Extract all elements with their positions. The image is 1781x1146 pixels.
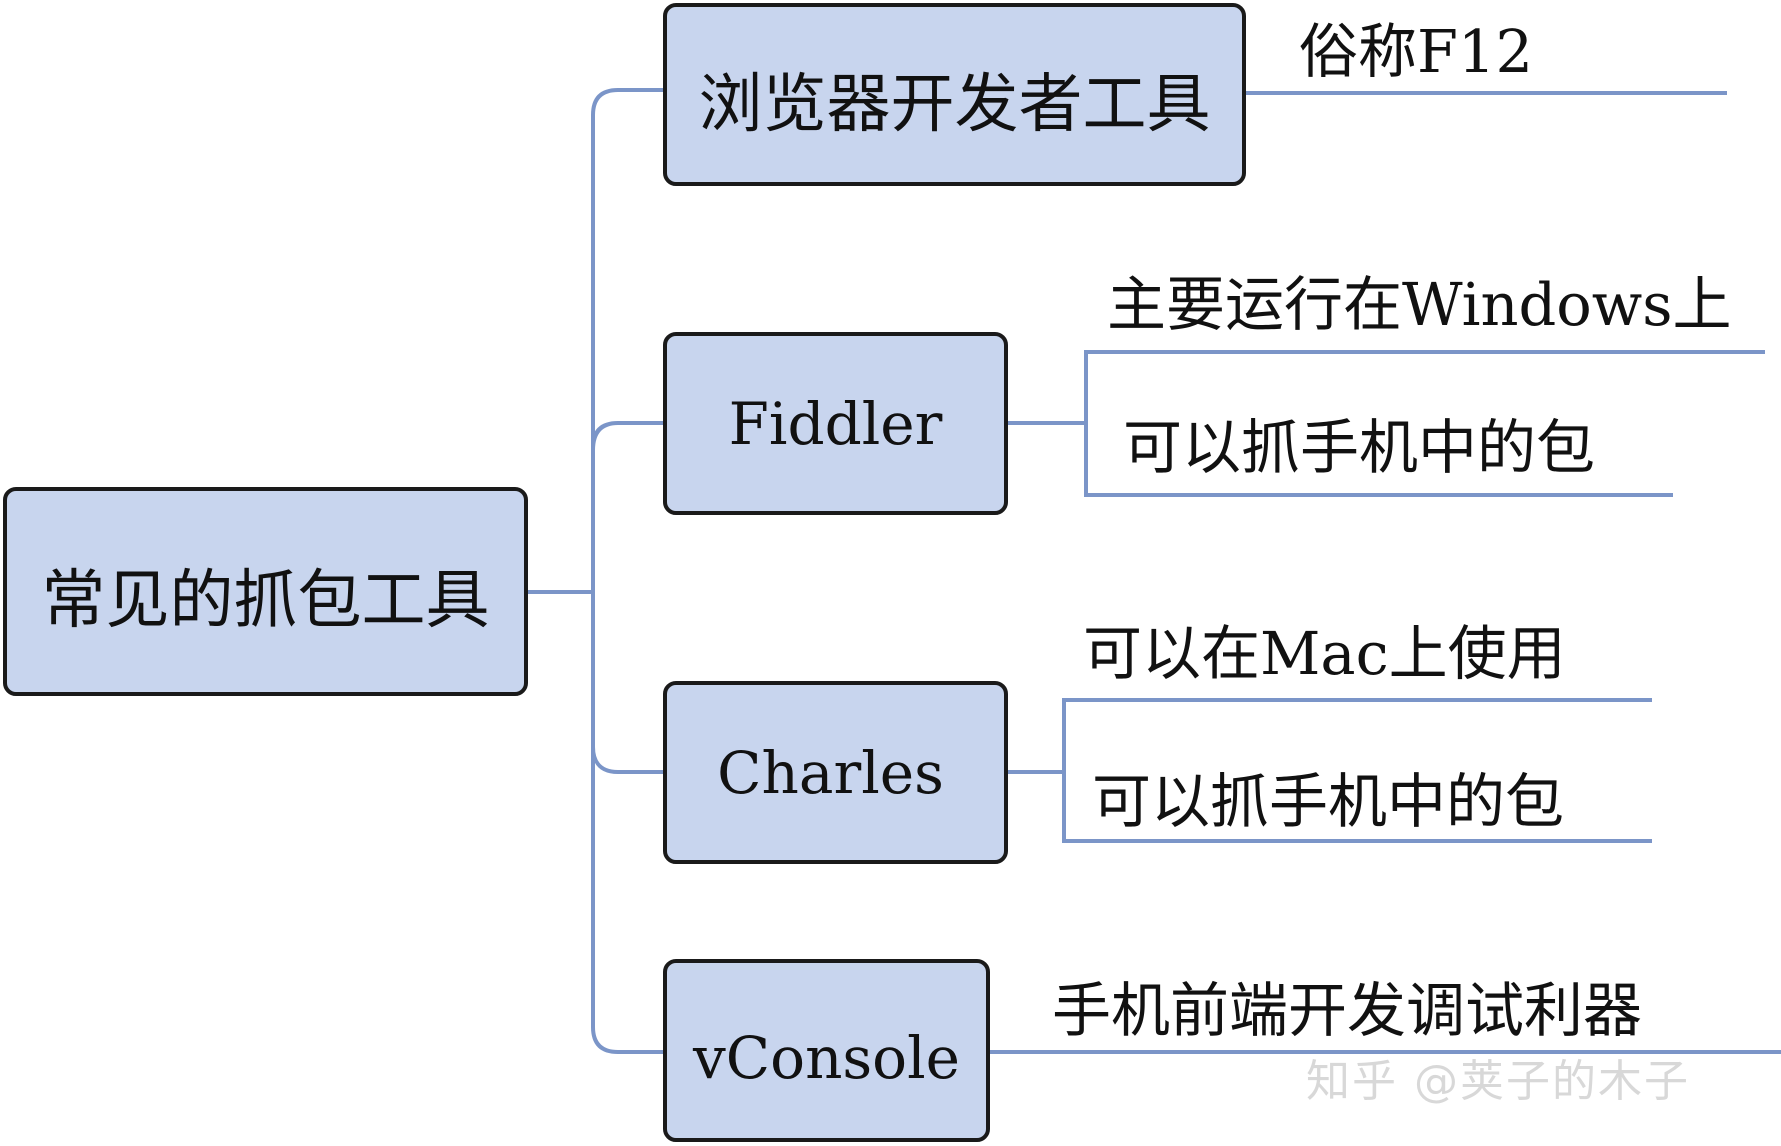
tool-node-fiddler: Fiddler: [663, 332, 1008, 515]
note-charles-mac: 可以在Mac上使用: [1083, 619, 1566, 688]
note-charles-mobile: 可以抓手机中的包: [1092, 767, 1565, 836]
tool-label-browser-devtools: 浏览器开发者工具: [698, 67, 1211, 142]
tools-spine-connector: [591, 88, 665, 1054]
fiddler-note-bracket: [1084, 350, 1765, 497]
root-node-label: 常见的抓包工具: [41, 563, 490, 638]
tool-label-fiddler: Fiddler: [728, 389, 943, 458]
note-fiddler-windows: 主要运行在Windows上: [1107, 270, 1732, 339]
charles-branch-connector: [590, 744, 665, 774]
tool-label-vconsole: vConsole: [693, 1023, 960, 1092]
note-fiddler-mobile: 可以抓手机中的包: [1123, 413, 1596, 482]
fiddler-branch-connector: [590, 421, 665, 451]
tool-label-charles: Charles: [717, 738, 944, 807]
charles-note-bracket: [1062, 698, 1652, 843]
note-devtools-f12: 俗称F12: [1299, 17, 1534, 86]
tool-node-browser-devtools: 浏览器开发者工具: [663, 3, 1246, 186]
note-vconsole-debug: 手机前端开发调试利器: [1052, 976, 1643, 1045]
zhihu-watermark: 知乎 @荚子的木子: [1306, 1056, 1690, 1107]
root-node-common-capture-tools: 常见的抓包工具: [3, 487, 528, 696]
tool-node-vconsole: vConsole: [663, 959, 990, 1142]
tool-node-charles: Charles: [663, 681, 1008, 864]
